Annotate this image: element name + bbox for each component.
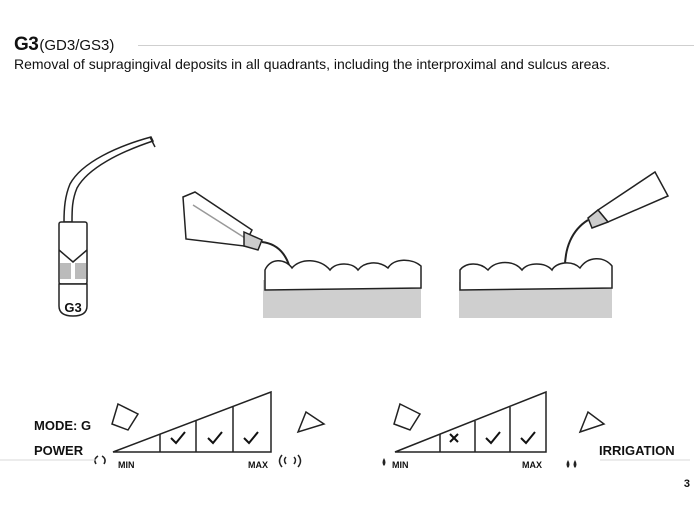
header: G3 (GD3/GS3) Removal of supragingival de… [14,34,694,72]
check-icon [170,431,259,445]
irrigation-graph [393,390,606,453]
handpiece-icon [182,191,293,281]
power-min-label: MIN [118,460,135,470]
description: Removal of supragingival deposits in all… [14,56,611,72]
cross-icon [449,433,459,443]
power-graph [111,390,326,453]
tip-variants: (GD3/GS3) [39,37,115,54]
page-number: 3 [683,478,690,490]
tip-code: G3 [14,34,39,55]
title-rule [138,45,694,46]
irrigation-max-label: MAX [522,460,542,470]
scaler-tip-icon [58,136,156,317]
water-drop-icon [382,458,577,468]
mode-label: MODE: G [34,418,92,433]
title-row: G3 (GD3/GS3) [14,34,694,56]
check-icon [485,431,536,445]
tip-engraving: G3 [64,300,81,315]
power-label: POWER [34,443,84,458]
irrigation-label: IRRIGATION [599,443,675,458]
handpiece-icon [563,170,670,273]
irrigation-min-label: MIN [392,460,409,470]
teeth-icon [459,258,613,318]
power-max-label: MAX [248,460,268,470]
teeth-icon [263,259,422,318]
